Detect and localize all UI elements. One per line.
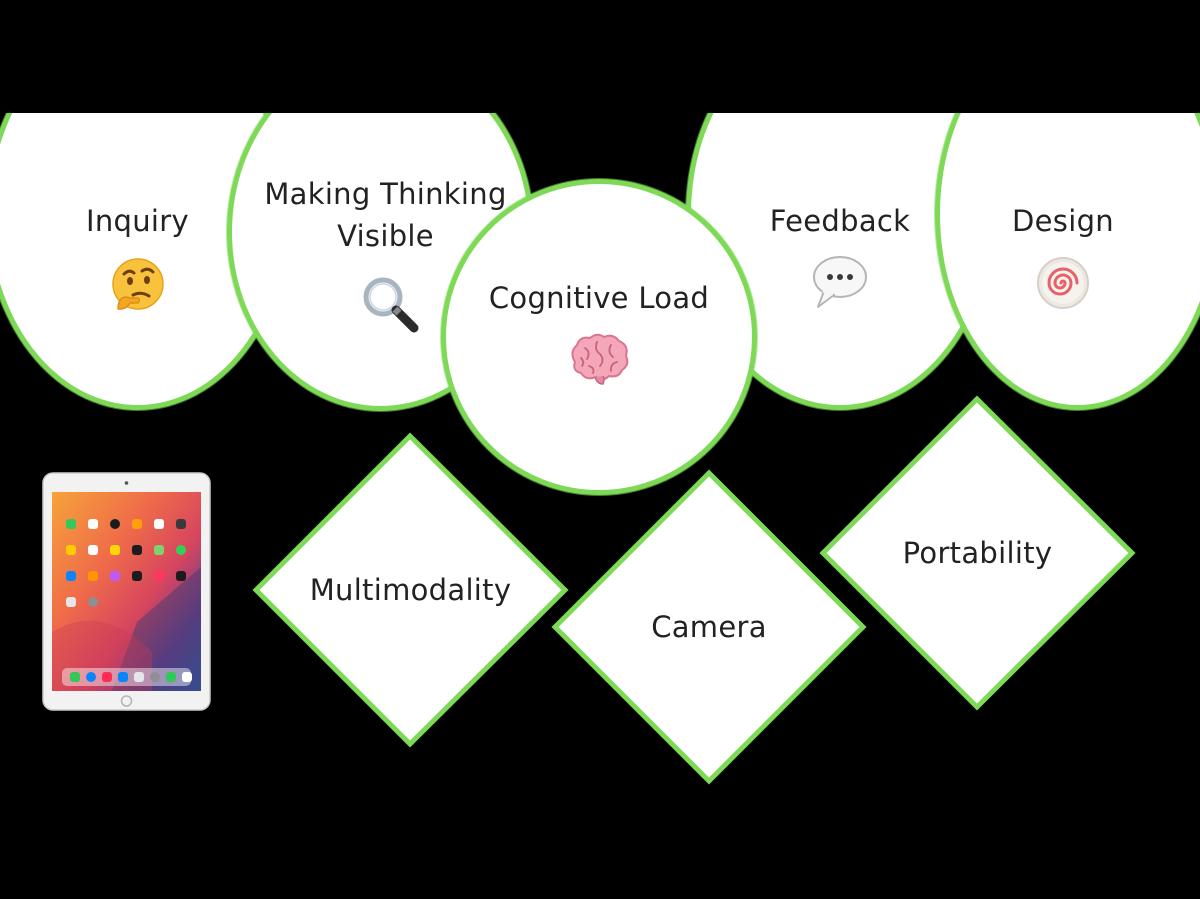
app-icon-books xyxy=(88,571,98,581)
fish-cake-icon xyxy=(1035,255,1091,311)
diamond-label-portability: Portability xyxy=(820,536,1135,570)
app-icon-photos xyxy=(154,519,164,529)
dock-icon-messages xyxy=(70,672,80,682)
app-icon-news xyxy=(154,571,164,581)
app-icon-camera xyxy=(176,519,186,529)
app-icon-notes xyxy=(110,545,120,555)
app-icon-calendar xyxy=(88,519,98,529)
app-icon-tv xyxy=(132,571,142,581)
circle-cognitive-load: Cognitive Load xyxy=(441,179,757,495)
dock-icon-photos xyxy=(182,672,192,682)
app-icon-voice-memos xyxy=(132,545,142,555)
circle-label-design: Design xyxy=(940,200,1186,242)
app-icon-app-store xyxy=(66,571,76,581)
app-icon-settings xyxy=(88,597,98,607)
dock-icon-mail xyxy=(118,672,128,682)
app-icon-facetime xyxy=(66,519,76,529)
circle-design: Design xyxy=(935,113,1200,410)
app-icon-stocks xyxy=(176,571,186,581)
diamond-label-multimodality: Multimodality xyxy=(253,573,568,607)
app-icon-clock xyxy=(110,519,120,529)
dock-icon-facetime xyxy=(166,672,176,682)
circle-label-cognitive-load: Cognitive Load xyxy=(446,277,752,319)
dock-icon-files xyxy=(134,672,144,682)
ipad-icon xyxy=(42,472,211,711)
app-icon-home xyxy=(132,519,142,529)
app-icon-contacts xyxy=(66,545,76,555)
magnifying-glass-icon xyxy=(358,272,422,336)
diamond-camera: Camera xyxy=(552,470,866,784)
brain-icon xyxy=(567,332,631,386)
app-icon-podcasts xyxy=(110,571,120,581)
dock-icon-music xyxy=(102,672,112,682)
app-icon-reminders xyxy=(88,545,98,555)
speech-bubble-icon xyxy=(809,251,871,313)
app-icon-find-my xyxy=(176,545,186,555)
diamond-portability: Portability xyxy=(820,396,1135,710)
diamond-multimodality: Multimodality xyxy=(253,433,568,747)
app-icon-files xyxy=(66,597,76,607)
dock-icon-settings xyxy=(150,672,160,682)
diamond-label-camera: Camera xyxy=(552,610,866,644)
dock-icon-safari xyxy=(86,672,96,682)
app-icon-maps xyxy=(154,545,164,555)
thinking-face-icon xyxy=(108,254,168,314)
